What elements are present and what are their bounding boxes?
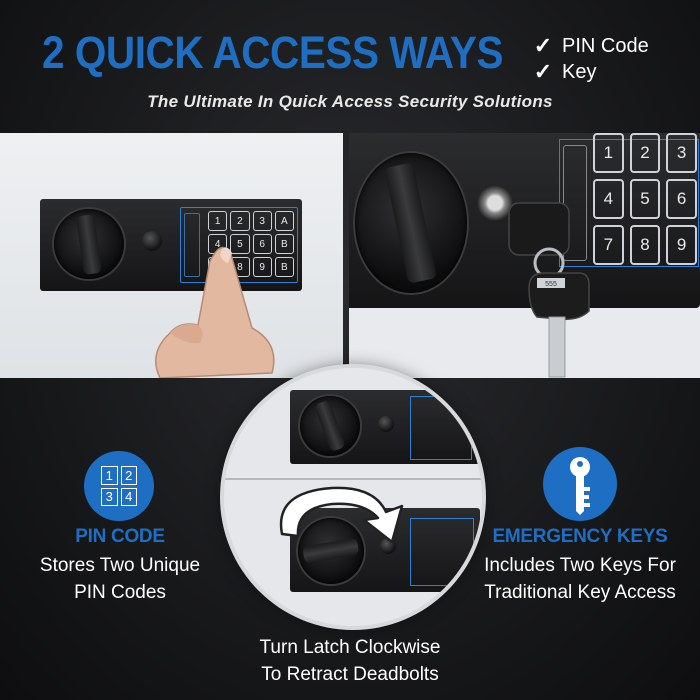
reset-button xyxy=(142,231,162,251)
keypad-key: 5 xyxy=(230,234,250,254)
check-icon: ✓ xyxy=(533,33,553,58)
key-icon xyxy=(543,447,617,521)
inserted-key: 555 xyxy=(508,202,590,378)
keypad-key: 1 xyxy=(593,133,624,173)
keypad-key: 6 xyxy=(252,234,272,254)
keypad-key: B xyxy=(274,257,294,277)
latch-zoom-circle xyxy=(224,368,482,626)
pin-code-description: Stores Two Unique PIN Codes xyxy=(39,555,201,603)
keypad-key: 1 xyxy=(208,211,228,231)
lock-plate-top xyxy=(290,390,480,464)
keypad-key: 9 xyxy=(666,225,697,265)
headline: 2 QUICK ACCESS WAYS xyxy=(42,27,504,78)
keypad-key: 2 xyxy=(629,133,661,173)
keypad-key: 4 xyxy=(593,179,624,219)
keypad-key: 8 xyxy=(629,225,661,265)
key-photo: 1 2 3 4 5 6 7 8 9 555 xyxy=(349,133,700,378)
checklist-item-key: ✓ Key xyxy=(532,59,649,85)
access-checklist: ✓ PIN Code ✓ Key xyxy=(532,33,649,85)
keypad-key: 7 xyxy=(593,225,624,265)
lock-plate: 1 2 3 A 4 5 6 B 7 8 9 B xyxy=(40,199,302,291)
keypad-key: 5 xyxy=(629,179,661,219)
keypad-key: B xyxy=(274,234,294,254)
check-icon: ✓ xyxy=(533,59,553,84)
keypad-key: 9 xyxy=(252,257,272,277)
keypad-key: 2 xyxy=(230,211,250,231)
keypad-key: 6 xyxy=(666,179,697,219)
latch-caption: Turn Latch Clockwise To Retract Deadbolt… xyxy=(259,637,441,685)
clockwise-arrow-icon xyxy=(279,486,404,544)
keypad-photo: 1 2 3 A 4 5 6 B 7 8 9 B xyxy=(0,133,343,378)
pin-code-title: PIN CODE xyxy=(75,526,165,547)
checklist-label: PIN Code xyxy=(562,35,649,57)
subtitle: The Ultimate In Quick Access Security So… xyxy=(147,92,553,111)
latch-knob xyxy=(355,153,467,293)
keypad-key: A xyxy=(274,211,294,231)
checklist-item-pin: ✓ PIN Code xyxy=(532,33,649,59)
checklist-label: Key xyxy=(562,61,597,83)
keyhole xyxy=(477,185,513,221)
emergency-keys-description: Includes Two Keys For Traditional Key Ac… xyxy=(484,555,676,603)
pin-keypad-icon: 1 2 3 4 xyxy=(84,451,154,521)
lock-plate-closeup: 1 2 3 4 5 6 7 8 9 xyxy=(349,133,700,308)
keypad-key: 3 xyxy=(666,133,697,173)
latch-knob xyxy=(54,209,124,279)
keypad-key: 3 xyxy=(252,211,272,231)
emergency-keys-title: EMERGENCY KEYS xyxy=(492,526,668,547)
hand-pressing-key xyxy=(155,246,275,378)
keypad-closeup: 1 2 3 4 5 6 7 8 9 xyxy=(593,133,697,265)
key-tag-text: 555 xyxy=(545,281,557,288)
